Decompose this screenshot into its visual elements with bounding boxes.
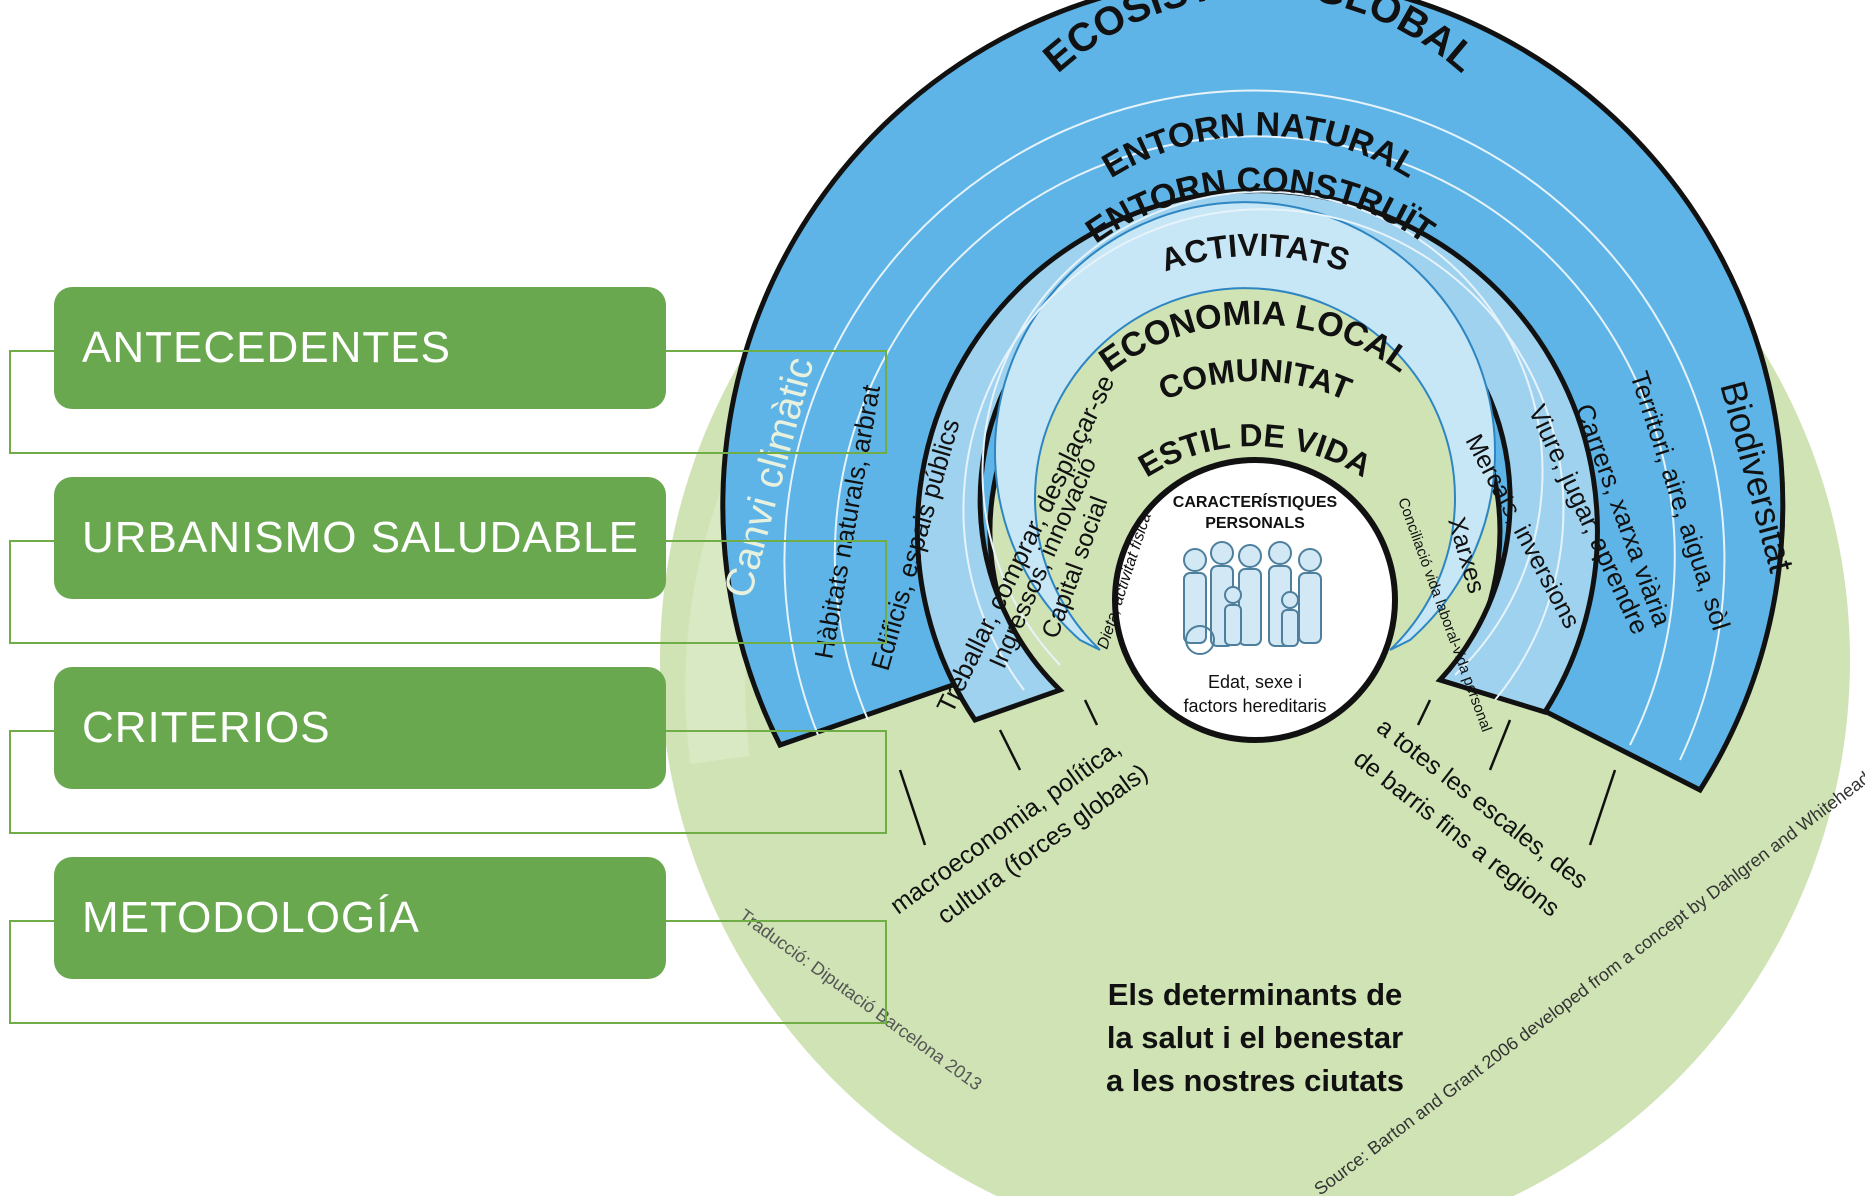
- center-title-2: PERSONALS: [1205, 515, 1305, 532]
- nav-button-metodologia[interactable]: METODOLOGÍA: [54, 857, 666, 979]
- arrows: [898, 699, 1617, 846]
- ring-estil: [994, 201, 1496, 651]
- center-sub-1: Edat, sexe i: [1208, 672, 1302, 692]
- nav-button-antecedentes[interactable]: ANTECEDENTES: [54, 287, 666, 409]
- caption-line-2: la salut i el benestar: [1107, 1020, 1403, 1055]
- nav-button-criterios[interactable]: CRITERIOS: [54, 667, 666, 789]
- center-title-1: CARACTERÍSTIQUES: [1173, 492, 1338, 511]
- caption-line-1: Els determinants de: [1108, 977, 1403, 1012]
- people-icon: [1183, 541, 1322, 655]
- nav-button-urbanismo-saludable[interactable]: URBANISMO SALUDABLE: [54, 477, 666, 599]
- center-sub-2: factors hereditaris: [1183, 696, 1326, 716]
- caption-line-3: a les nostres ciutats: [1106, 1063, 1404, 1098]
